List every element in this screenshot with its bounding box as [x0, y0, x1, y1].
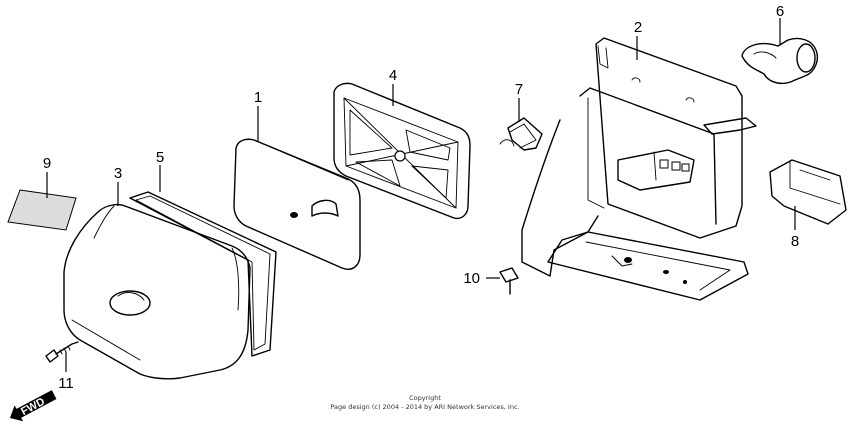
part-6-breather-tube[interactable]	[741, 18, 819, 85]
part-10-bolt[interactable]	[486, 267, 519, 295]
callout-1: 1	[254, 89, 262, 106]
part-9-label-sticker[interactable]	[7, 172, 77, 231]
copyright-line-1: Copyright	[409, 394, 441, 402]
part-8-cover[interactable]	[769, 159, 847, 230]
part-7-clip[interactable]	[499, 98, 543, 151]
callout-7: 7	[515, 81, 523, 98]
part-3-air-cleaner-cover[interactable]	[63, 182, 251, 380]
part-4-element-frame[interactable]	[333, 82, 471, 220]
callout-8: 8	[791, 233, 799, 250]
callout-4: 4	[389, 67, 397, 84]
part-5-gasket[interactable]	[129, 165, 277, 357]
callout-11: 11	[58, 375, 74, 392]
callout-2: 2	[634, 19, 642, 36]
callout-5: 5	[156, 149, 164, 166]
callout-3: 3	[114, 165, 122, 182]
fwd-label: FWD	[19, 396, 47, 418]
part-2-air-cleaner-case[interactable]	[521, 36, 757, 301]
callout-9: 9	[43, 155, 51, 172]
callout-10: 10	[463, 270, 480, 287]
fwd-direction-marker: FWD	[10, 390, 57, 422]
copyright-line-2: Page design (c) 2004 - 2014 by ARI Netwo…	[330, 403, 519, 411]
part-11-screw[interactable]	[45, 341, 79, 372]
part-1-air-cleaner-element[interactable]	[233, 106, 361, 270]
callout-6: 6	[776, 3, 784, 20]
forward-arrow-icon	[10, 390, 57, 422]
